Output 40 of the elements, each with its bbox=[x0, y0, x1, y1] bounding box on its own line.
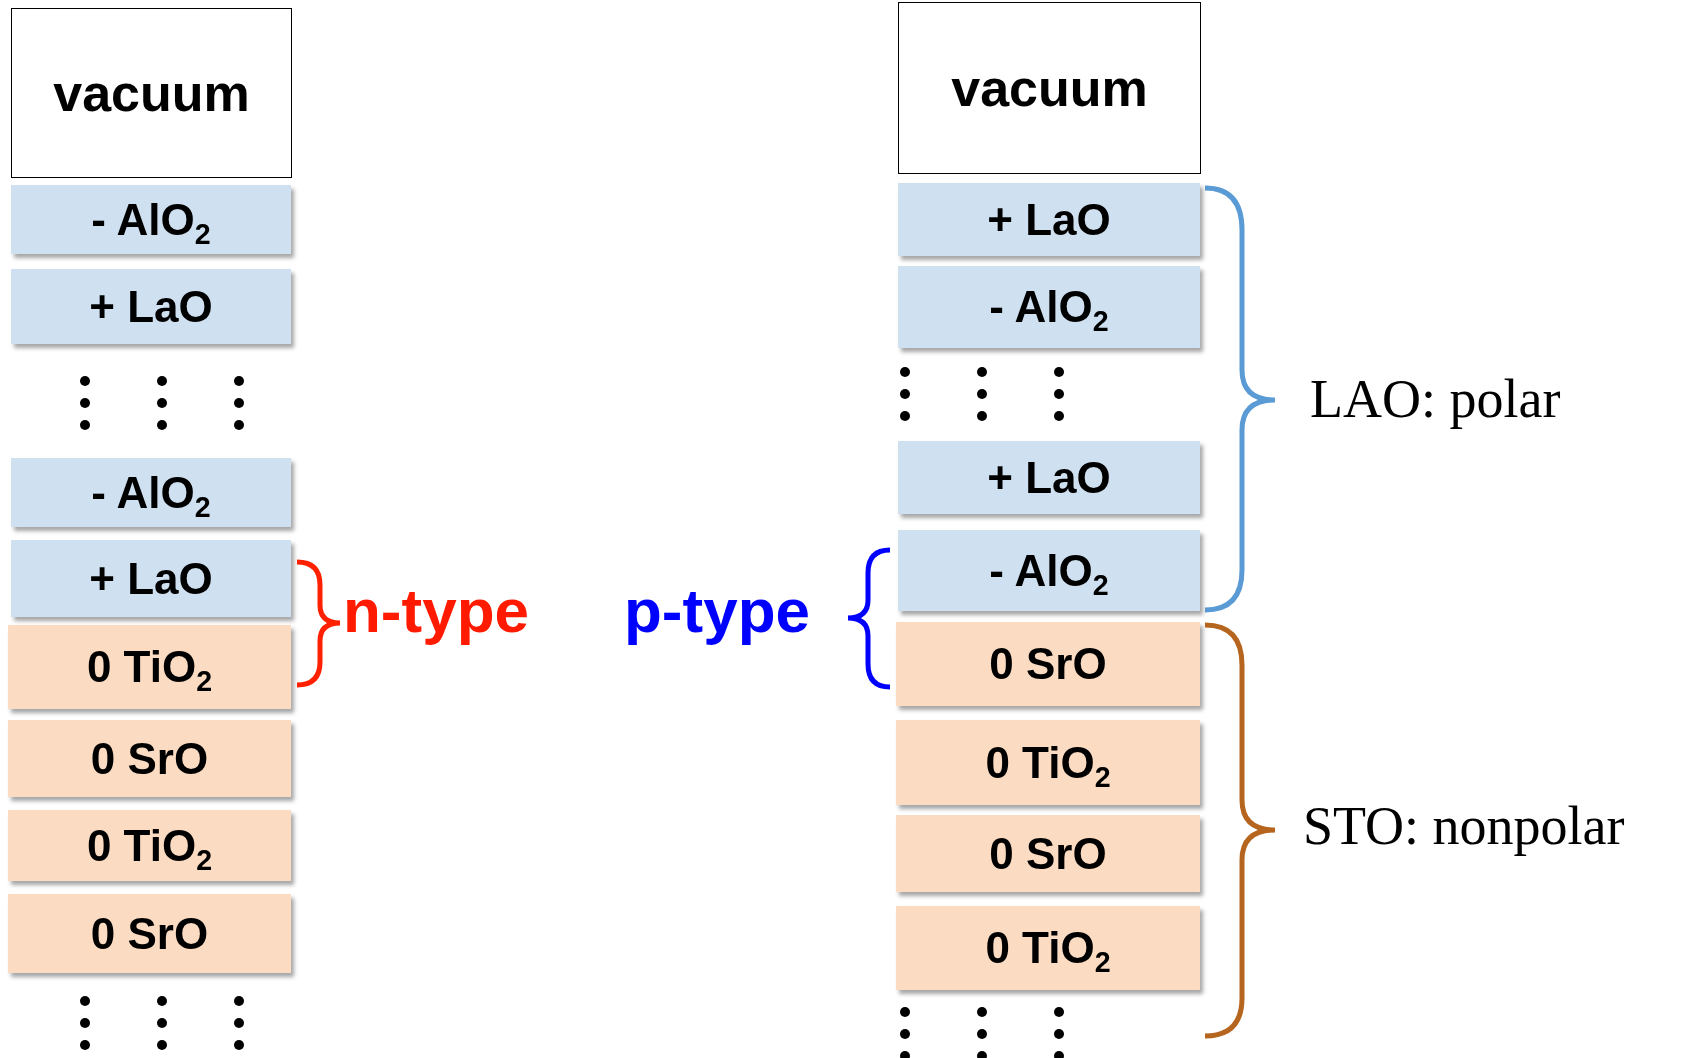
layer-box bbox=[896, 815, 1200, 892]
layer-label: - AlO$_{2}$ bbox=[91, 194, 211, 245]
layer-box bbox=[11, 269, 291, 344]
layer-label: - AlO$_{2}$ bbox=[91, 467, 211, 518]
layer-label: - AlO$_{2}$ bbox=[989, 282, 1109, 332]
layer-label: 0 TiO$_{2}$ bbox=[985, 737, 1111, 788]
layer-label: + LaO bbox=[987, 452, 1111, 503]
layer-label: + LaO bbox=[89, 553, 213, 604]
vacuum-box bbox=[898, 2, 1201, 174]
layer-label: 0 SrO bbox=[989, 639, 1107, 689]
layer-label: 0 TiO$_{2}$ bbox=[86, 820, 213, 871]
region-label: LAO: polar bbox=[1310, 368, 1561, 430]
vacuum-box bbox=[11, 8, 292, 178]
layer-box bbox=[896, 720, 1200, 805]
layer-box bbox=[896, 622, 1200, 706]
layer-label: 0 SrO bbox=[90, 733, 209, 784]
layer-label: vacuum bbox=[53, 63, 250, 123]
doping-type-label: p-type bbox=[624, 575, 810, 646]
layer-box bbox=[898, 441, 1200, 514]
layer-box bbox=[11, 458, 291, 527]
layer-label: + LaO bbox=[987, 194, 1111, 245]
layer-label: 0 TiO$_{2}$ bbox=[985, 923, 1111, 973]
layer-label: vacuum bbox=[951, 58, 1148, 118]
layer-label: - AlO$_{2}$ bbox=[989, 545, 1109, 596]
layer-label: 0 SrO bbox=[90, 908, 209, 959]
doping-type-label: n-type bbox=[343, 575, 529, 646]
layer-label: + LaO bbox=[89, 281, 213, 332]
layer-box bbox=[8, 720, 291, 797]
layer-box bbox=[8, 894, 291, 973]
layer-box bbox=[11, 540, 291, 617]
layer-box bbox=[8, 810, 291, 881]
region-label: STO: nonpolar bbox=[1303, 795, 1625, 857]
layer-box bbox=[8, 625, 291, 709]
layer-box bbox=[896, 906, 1200, 990]
layer-label: 0 SrO bbox=[989, 828, 1107, 879]
layer-label: 0 TiO$_{2}$ bbox=[86, 642, 213, 692]
layer-box bbox=[898, 183, 1200, 256]
layer-box bbox=[898, 266, 1200, 348]
layer-box bbox=[898, 530, 1200, 611]
layer-box bbox=[11, 185, 291, 254]
